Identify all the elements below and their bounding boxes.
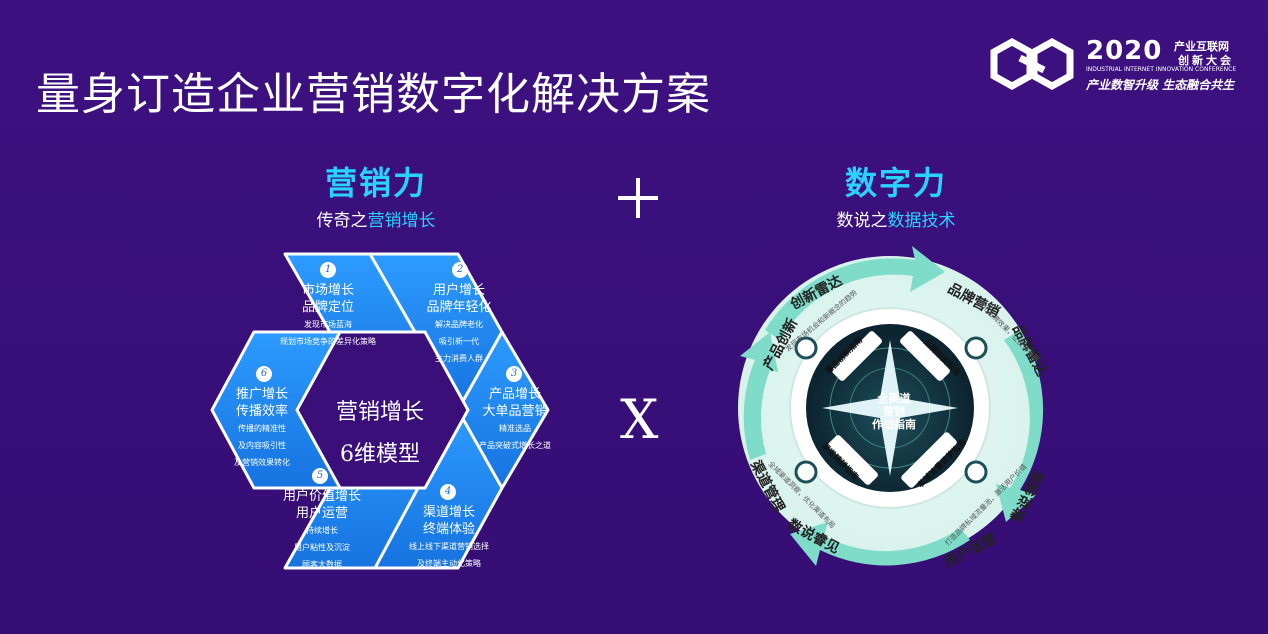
petal-1-number: 1 [320,262,336,278]
multiply-sign: X [620,388,659,451]
petal-3: 产品增长 大单品营销 精准选品 产品突破式增长之道 [479,387,551,450]
logo-year: 2020 [1086,36,1163,66]
logo-cn-line1: 产业互联网 [1174,40,1229,53]
petal-2: 用户增长 品牌年轻化 解决品牌老化 吸引新一代 主力消费人群 [426,283,492,363]
petal-4: 渠道增长 终端体验 线上线下渠道营销选择 及终端主动化策略 [409,505,489,568]
petal-6: 推广增长 传播效率 传播的精准性 及内容吸引性 及营销效果转化 [234,387,290,467]
gear-icon [794,336,818,360]
logo-cn-line2: 创新大会 [1178,54,1234,67]
wheel-center-label: 全渠道 营销 作战指南 [872,392,916,431]
petal-5: 用户价值增长 用户运营 持续增长 用户粘性及沉淀 顾客大数据 [282,489,361,569]
petal-3-number: 3 [506,366,522,382]
center-hexagon [295,330,470,490]
left-heading-title: 营销力 [324,164,427,202]
right-heading: 数字力 数说之数据技术 [776,158,1016,231]
page-title: 量身订造企业营销数字化解决方案 [36,69,711,120]
left-heading: 营销力 传奇之营销增长 [256,158,496,231]
right-heading-subtitle: 数说之数据技术 [836,211,956,231]
gear-icon [794,460,818,484]
petal-5-number: 5 [312,468,328,484]
logo-english: INDUSTRIAL INTERNET INNOVATION CONFERENC… [1086,66,1237,73]
petal-2-number: 2 [452,262,468,278]
compass-star-icon [822,340,958,476]
conference-logo: 2020 产业互联网 创新大会 INDUSTRIAL INTERNET INNO… [990,36,1250,96]
right-heading-title: 数字力 [844,164,947,202]
infinity-logo-icon [990,37,1074,91]
model-center-label: 营销增长 6维模型 [335,400,424,467]
logo-slogan: 产业数智升级 生态融合共生 [1086,78,1235,92]
left-heading-subtitle: 传奇之营销增长 [316,211,436,231]
gear-icon [964,460,988,484]
petal-6-number: 6 [256,366,272,382]
gear-icon [964,336,988,360]
plus-icon [618,178,658,218]
petal-1: 市场增长 品牌定位 发现市场蓝海 规划市场竞争的差异化策略 [280,283,376,346]
marketing-wheel-diagram [738,246,1044,566]
petal-4-number: 4 [440,484,456,500]
